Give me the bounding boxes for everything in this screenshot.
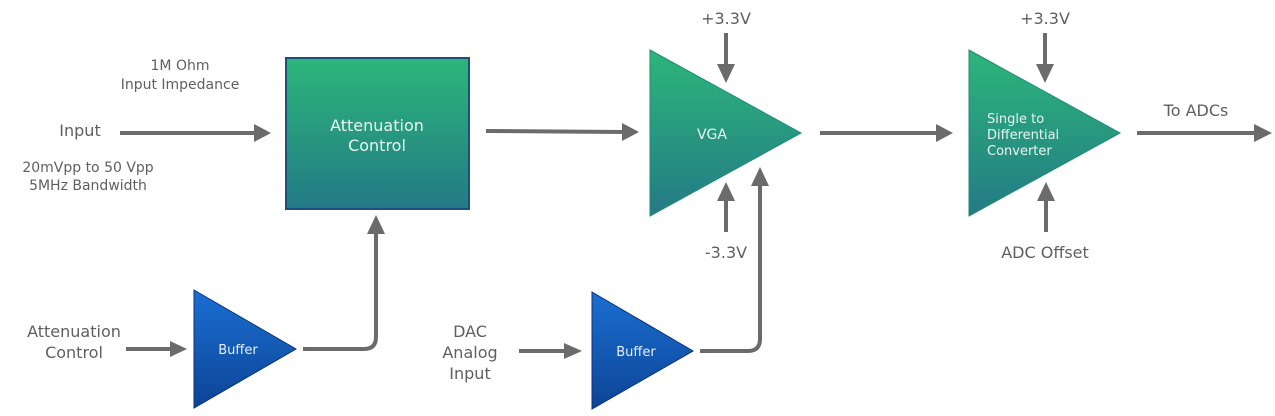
buffer2-amplifier: Buffer (591, 291, 694, 410)
buffer2-input-label-line3: Input (449, 364, 490, 383)
vga-supply-negative-label: -3.3V (705, 243, 747, 262)
vga-supply-negative-arrow (717, 182, 735, 232)
impedance-label-line1: 1M Ohm (151, 58, 210, 74)
adc-offset-label: ADC Offset (1001, 243, 1089, 262)
input-specs-line1: 20mVpp to 50 Vpp (22, 160, 153, 176)
buffer2-input-label-line1: DAC (453, 322, 487, 341)
buffer1-input-label-line1: Attenuation (27, 322, 121, 341)
attenuation-block-label-line1: Attenuation (330, 116, 424, 135)
buffer2-to-vga-wire (700, 167, 769, 353)
buffer2-input-label-line2: Analog (442, 343, 497, 362)
single-to-differential-converter: Single to Differential Converter (968, 49, 1122, 217)
input-label: Input (59, 121, 100, 140)
output-arrow (1137, 124, 1272, 142)
vga-supply-positive-label: +3.3V (701, 9, 751, 28)
buffer1-to-attenuation-wire (303, 215, 385, 351)
vga-to-converter-arrow (820, 124, 953, 142)
buffer1-label: Buffer (218, 343, 258, 358)
input-arrow (120, 124, 271, 142)
buffer2-input-arrow (519, 343, 582, 359)
vga-supply-positive-arrow (717, 33, 735, 83)
output-label: To ADCs (1163, 101, 1229, 120)
converter-label-line2: Differential (987, 128, 1059, 143)
input-specs-line2: 5MHz Bandwidth (29, 178, 147, 194)
vga-amplifier: VGA (649, 49, 803, 217)
attenuation-to-vga-arrow (485, 123, 639, 141)
converter-supply-positive-arrow (1036, 33, 1054, 83)
buffer1-amplifier: Buffer (193, 289, 297, 409)
buffer1-input-label-line2: Control (45, 343, 103, 362)
converter-supply-positive-label: +3.3V (1020, 9, 1070, 28)
impedance-label-line2: Input Impedance (121, 77, 240, 93)
attenuation-block-label-line2: Control (348, 136, 406, 155)
converter-label-line1: Single to (987, 112, 1044, 127)
vga-label: VGA (697, 127, 727, 143)
converter-label-line3: Converter (987, 144, 1052, 159)
buffer2-label: Buffer (616, 345, 656, 360)
attenuation-control-block: Attenuation Control (285, 57, 470, 210)
adc-offset-arrow (1037, 182, 1055, 232)
buffer1-input-arrow (126, 341, 187, 357)
